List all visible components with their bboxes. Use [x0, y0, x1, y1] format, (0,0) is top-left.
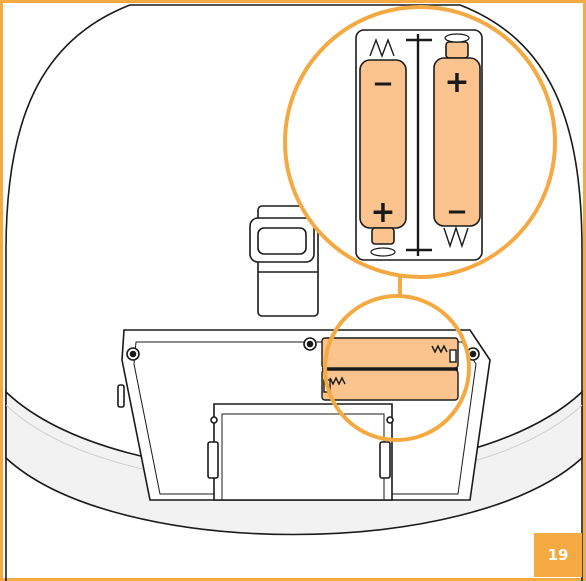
battery-right-top-terminal: +	[444, 65, 469, 100]
device-body-outline	[5, 4, 583, 581]
magnifier-callout-icon	[323, 294, 471, 442]
spring-contact-icon	[329, 376, 346, 386]
page-number: 19	[547, 546, 569, 564]
battery-right-body	[433, 57, 481, 227]
battery-right-nub	[445, 41, 469, 59]
battery-right-bottom-terminal: −	[446, 197, 468, 227]
small-battery-bottom	[321, 369, 459, 401]
callout-battery-panel: − + + −	[355, 29, 483, 261]
small-battery-top	[321, 337, 459, 369]
battery-left-nub	[371, 227, 395, 245]
clip-hook	[249, 205, 319, 317]
spring-contact-icon	[431, 344, 448, 354]
battery-cover	[207, 403, 394, 501]
battery-left-top-terminal: −	[372, 69, 394, 99]
battery-left-bottom-terminal: +	[370, 195, 395, 230]
battery-icon: − +	[359, 38, 407, 257]
spring-contact-icon	[369, 38, 395, 58]
spring-contact-icon	[443, 225, 469, 249]
page-number-badge	[534, 533, 582, 577]
compartment-batteries	[321, 337, 459, 401]
battery-icon: + −	[433, 33, 481, 249]
